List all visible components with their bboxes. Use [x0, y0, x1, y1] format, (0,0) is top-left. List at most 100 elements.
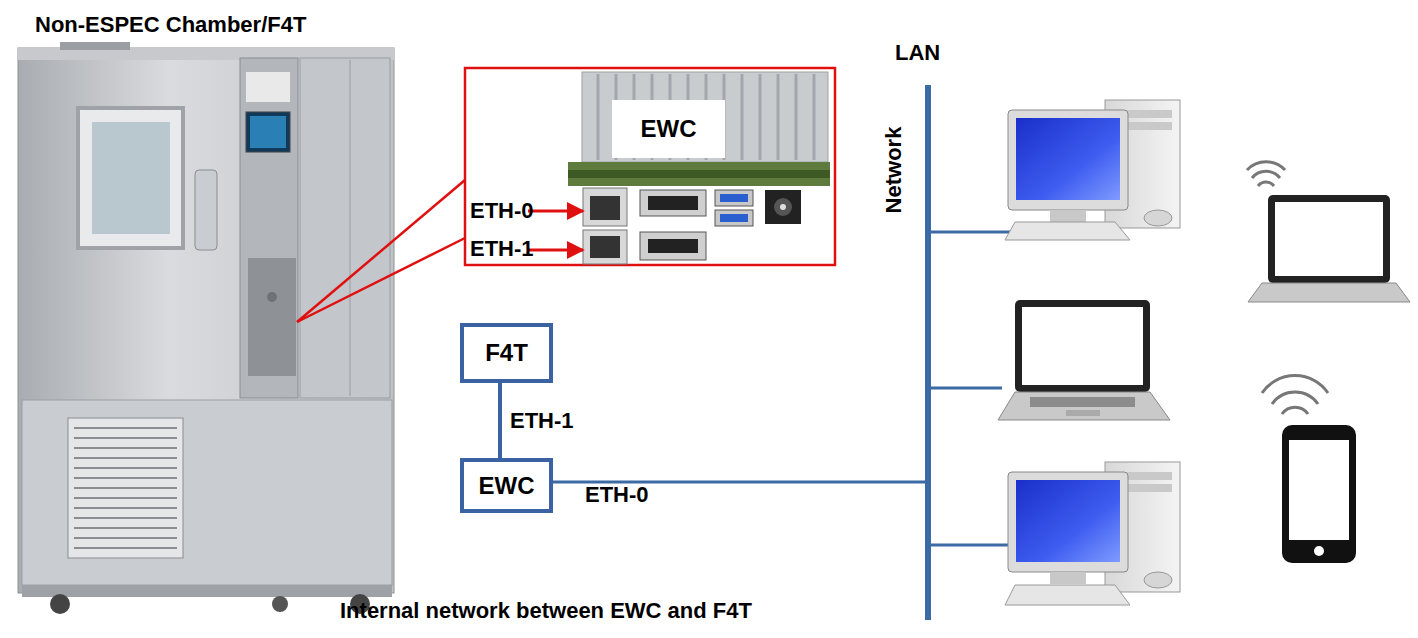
chamber-illustration: [267, 292, 277, 302]
chamber-illustration: [74, 427, 177, 429]
chamber-illustration: [246, 72, 290, 102]
node-text: EWC: [479, 472, 535, 500]
chamber-illustration: [60, 42, 130, 50]
desktop-computer: [1050, 572, 1086, 584]
board-photo: [528, 72, 830, 264]
chamber-illustration: [74, 537, 177, 539]
board-photo: [648, 239, 698, 253]
board-photo: [715, 210, 753, 226]
smartphone: [1272, 392, 1318, 404]
connector: [498, 383, 502, 458]
board-photo: [795, 74, 798, 160]
network-bus: [553, 85, 1012, 620]
wireless-laptop: [1275, 202, 1383, 276]
chamber-illustration: [22, 400, 392, 585]
board-photo: [640, 190, 706, 216]
chamber-illustration: [74, 447, 177, 449]
board-photo: [590, 236, 620, 258]
desktop-computer: [1144, 210, 1172, 226]
board-photo: [774, 198, 792, 216]
board-photo: [582, 72, 828, 162]
network-name: LAN: [895, 40, 940, 66]
laptop-computer: [998, 392, 1170, 420]
chamber-illustration: [74, 527, 177, 529]
board-photo: [741, 74, 744, 160]
port-name: ETH-1: [470, 236, 534, 262]
chamber-illustration: [74, 437, 177, 439]
chamber-illustration: [74, 487, 177, 489]
computer-box: EWC: [460, 458, 553, 513]
port-name: ETH-0: [585, 482, 649, 508]
board-photo: [759, 74, 762, 160]
node-text: F4T: [485, 339, 528, 367]
smartphone: [1262, 376, 1328, 393]
laptop-computer: [998, 300, 1170, 420]
desktop-computer: [1016, 480, 1120, 562]
desktop-computer: [1050, 210, 1086, 222]
chamber-illustration: [195, 170, 217, 250]
network-bus: [925, 85, 931, 620]
network-bus: [928, 387, 1002, 390]
wireless-laptop: [1247, 162, 1285, 170]
board-photo: [597, 74, 600, 160]
chamber-illustration: [74, 497, 177, 499]
wireless-laptop: [1248, 283, 1410, 302]
chamber-illustration: [92, 122, 170, 234]
desktop-computer: [1008, 110, 1128, 210]
network-bus: [928, 231, 1012, 234]
board-photo: [568, 170, 830, 178]
chamber-illustration: [74, 547, 177, 549]
board-photo: [528, 249, 583, 252]
laptop-computer: [1066, 410, 1100, 416]
desktop-computer: [1144, 572, 1172, 588]
smartphone: [1314, 546, 1324, 556]
board-photo: [813, 74, 816, 160]
board-photo: [598, 74, 814, 160]
chamber-illustration: [272, 596, 288, 612]
wireless-laptop: [1252, 171, 1280, 178]
board-photo: [640, 232, 706, 260]
laptop-computer: [1030, 397, 1135, 407]
board-photo: [720, 194, 748, 202]
desktop-computer: [1005, 100, 1180, 240]
board-photo: [568, 162, 830, 186]
node-text: EWC: [641, 115, 697, 143]
chamber-illustration: [240, 58, 298, 398]
port-name: ETH-0: [470, 198, 534, 224]
chamber-illustration: [74, 457, 177, 459]
chamber-illustration: [74, 428, 177, 548]
board-photo: [777, 74, 780, 160]
desktop-computer: [1016, 118, 1120, 200]
chamber-illustration: [18, 42, 394, 614]
board-photo: [720, 214, 748, 222]
network-bus: [928, 544, 1012, 547]
laptop-computer: [1015, 300, 1150, 392]
wireless-laptop: [1247, 162, 1410, 302]
board-photo: [583, 230, 627, 264]
chamber-illustration: [250, 116, 286, 148]
bus-label: Network: [881, 127, 907, 214]
callout: [465, 68, 835, 265]
chamber-illustration: [248, 258, 296, 376]
chamber-illustration: [22, 585, 392, 597]
board-photo: [528, 210, 583, 213]
chamber-illustration: [50, 594, 70, 614]
smartphone: [1282, 407, 1308, 414]
board-photo: [583, 188, 627, 226]
smartphone: [1282, 425, 1356, 563]
chamber-title: Non-ESPEC Chamber/F4T: [35, 12, 306, 38]
chamber-illustration: [74, 517, 177, 519]
chamber-illustration: [74, 477, 177, 479]
chamber-illustration: [68, 418, 183, 558]
chamber-illustration: [74, 507, 177, 509]
desktop-computer: [1005, 222, 1130, 240]
chamber-illustration: [350, 60, 351, 396]
board-photo: [590, 196, 620, 220]
edge-label: ETH-1: [510, 408, 574, 434]
desktop-computer: [1008, 472, 1128, 572]
laptop-computer: [1022, 307, 1143, 385]
chamber-illustration: [78, 108, 183, 248]
desktop-computer: [1005, 585, 1130, 605]
